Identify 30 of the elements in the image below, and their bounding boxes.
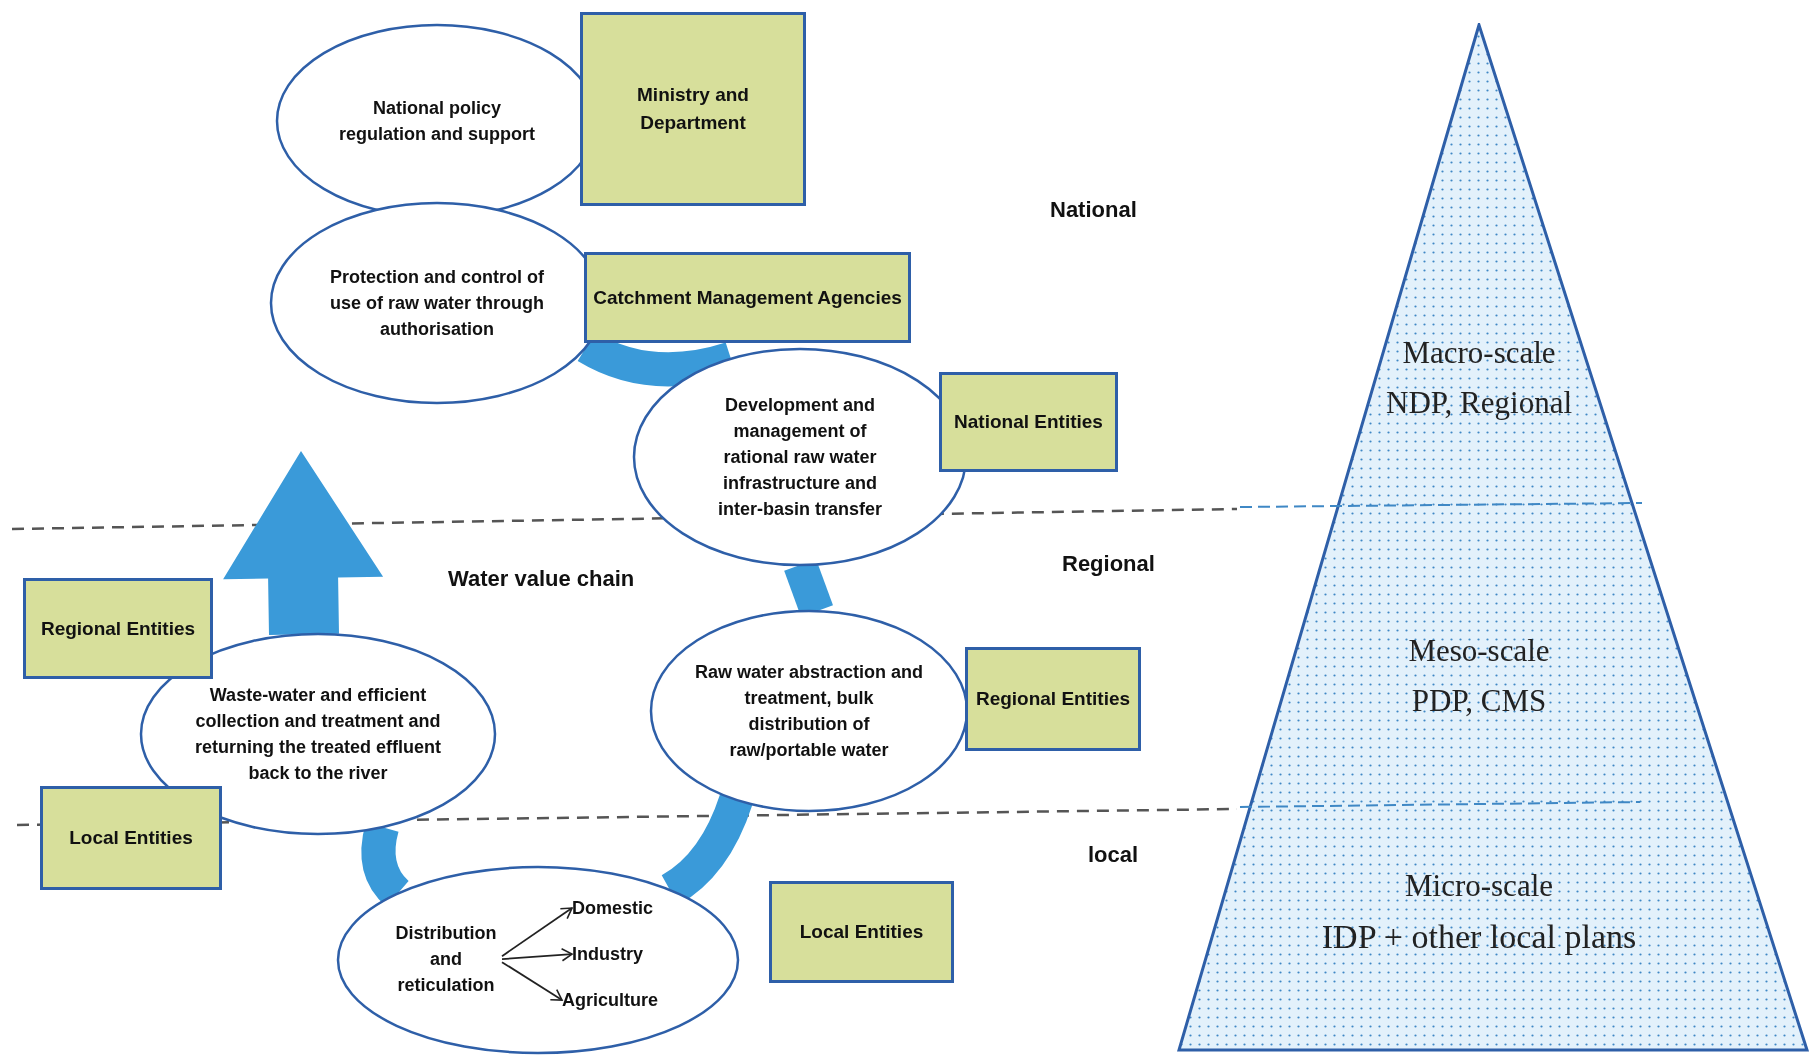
level-label: Regional	[1062, 551, 1155, 577]
ellipse-text: Protection and control of use of raw water through authorisation	[329, 265, 545, 342]
arrow	[501, 907, 573, 958]
ellipse-text: Raw water abstraction and treatment, bulk distribution of raw/portable water	[694, 660, 924, 763]
scale-text: PDP, CMS	[1411, 683, 1547, 719]
sector-text: Domestic	[572, 895, 654, 922]
scale-text: Meso-scale	[1408, 633, 1550, 669]
level-label: National	[1050, 197, 1137, 223]
ellipse-text: Development and management of rational raw water infrastructure and inter-basin transfer	[716, 393, 883, 522]
big-arrow	[223, 451, 384, 635]
arrow	[501, 961, 563, 1001]
sector-text: Agriculture	[562, 987, 658, 1014]
level-label: local	[1088, 842, 1139, 868]
entity-box: Local Entities	[40, 786, 222, 890]
sector-text: Industry	[572, 941, 643, 968]
scale-text: Micro-scale	[1405, 868, 1553, 904]
ellipse-text: Waste-water and efficient collection and treatment and returning the treated effluent back to the river	[194, 683, 442, 786]
entity-box: National Entities	[939, 372, 1118, 472]
entity-box: Local Entities	[769, 881, 954, 983]
entity-box: Regional Entities	[965, 647, 1141, 751]
arrow	[501, 948, 573, 962]
sector-text: Distribution and reticulation	[391, 920, 501, 999]
level-label: Water value chain	[448, 566, 635, 592]
ellipse-text: National policy regulation and support	[338, 96, 536, 146]
entity-box: Ministry and Department	[580, 12, 806, 206]
entity-box: Regional Entities	[23, 578, 213, 679]
entity-box: Catchment Management Agencies	[584, 252, 911, 343]
scale-text: Macro-scale	[1402, 335, 1556, 371]
scale-text: NDP, Regional	[1386, 385, 1572, 421]
scale-text: IDP + other local plans	[1321, 918, 1637, 956]
